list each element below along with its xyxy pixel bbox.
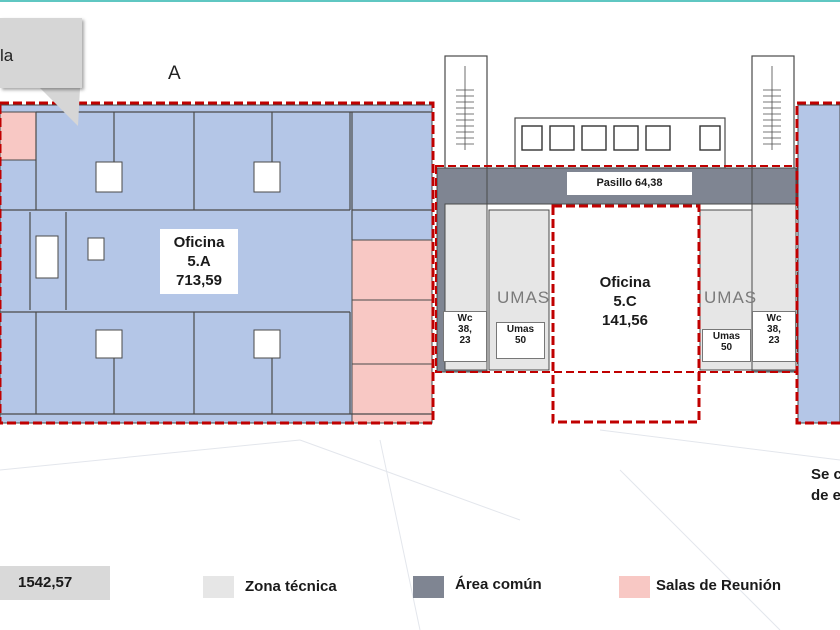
umas-box-left: Umas 50 xyxy=(496,322,545,359)
wc-right-l3: 23 xyxy=(768,335,780,346)
legend-swatch-area-comun xyxy=(413,576,444,598)
right-note-line1: Se c xyxy=(811,466,840,483)
umas-box-right: Umas 50 xyxy=(702,329,751,362)
office-5c-label: Oficina 5.C 141,56 xyxy=(586,271,664,332)
legend-swatch-salas-reunion xyxy=(619,576,650,598)
office-5c-name: Oficina xyxy=(599,274,651,291)
legend-swatch-zona-tecnica xyxy=(203,576,234,598)
office-5a-label: Oficina 5.A 713,59 xyxy=(160,229,238,294)
umas-plan-label-left: UMAS xyxy=(497,288,551,307)
wc-box-left: Wc 38, 23 xyxy=(443,311,487,362)
right-note: Se c de e xyxy=(811,464,840,506)
umas-left-l1: Umas xyxy=(506,324,535,335)
office-5a-name: Oficina xyxy=(173,234,225,251)
stair-right xyxy=(751,55,795,172)
elevator-cars xyxy=(521,125,721,151)
office-5a-area: 713,59 xyxy=(176,272,222,289)
stair-left-treads xyxy=(456,66,474,150)
callout-tail xyxy=(40,88,80,126)
office-5a-code: 5.A xyxy=(187,253,211,270)
legend-label-zona-tecnica: Zona técnica xyxy=(245,578,337,595)
common-area-boundary xyxy=(435,165,799,373)
pasillo-label: Pasillo 64,38 xyxy=(567,172,692,195)
legend-label-salas-reunion: Salas de Reunión xyxy=(656,577,782,594)
legend-label-area-comun: Área común xyxy=(455,576,542,593)
office-right-partial xyxy=(797,104,840,424)
office-5c-boundary xyxy=(551,204,701,424)
office-5a-boundary xyxy=(0,101,435,425)
office-a-cores xyxy=(35,161,281,359)
stair-left xyxy=(444,55,488,172)
top-accent-line xyxy=(0,0,840,2)
wc-left-l2: 38, xyxy=(458,324,472,335)
wc-left-l3: 23 xyxy=(459,335,471,346)
meeting-room-a3 xyxy=(351,363,433,424)
zone-letter: A xyxy=(168,63,181,84)
wc-right-l2: 38, xyxy=(767,324,781,335)
wc-left-l1: Wc xyxy=(457,313,473,324)
meeting-room-topleft xyxy=(0,111,37,161)
umas-right-l1: Umas xyxy=(712,331,741,342)
callout-box xyxy=(0,18,82,88)
wc-right-l1: Wc xyxy=(766,313,782,324)
wc-box-right: Wc 38, 23 xyxy=(752,311,796,362)
umas-left-l2: 50 xyxy=(514,335,527,346)
callout-text: la xyxy=(0,46,14,65)
right-note-line2: de e xyxy=(811,487,840,504)
office-5c-area: 141,56 xyxy=(602,312,648,329)
total-area: 1542,57 xyxy=(0,566,110,600)
meeting-room-a2 xyxy=(351,299,433,365)
stair-right-treads xyxy=(763,66,781,150)
meeting-room-a1 xyxy=(351,239,433,301)
umas-right-l2: 50 xyxy=(720,342,733,353)
office-right-boundary xyxy=(795,101,840,425)
background-lines xyxy=(0,429,840,630)
umas-plan-label-right: UMAS xyxy=(704,288,758,307)
office-5c-code: 5.C xyxy=(613,293,637,310)
